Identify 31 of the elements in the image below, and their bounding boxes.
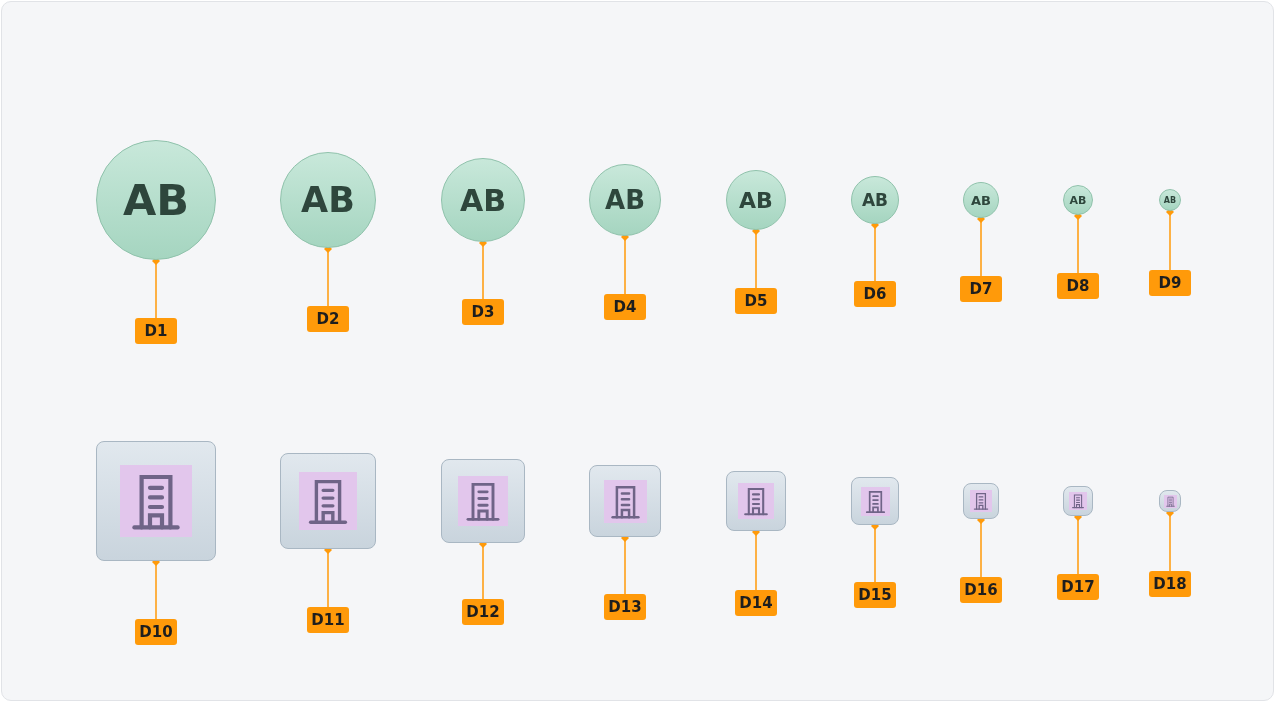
leader-line <box>977 215 985 277</box>
avatar-tile <box>963 483 999 519</box>
size-label: D8 <box>1057 273 1099 299</box>
size-label: D13 <box>604 594 646 620</box>
avatar-tile <box>96 441 216 561</box>
size-label: D4 <box>604 294 646 320</box>
avatar-tile <box>441 459 525 543</box>
avatar-tile <box>726 471 786 531</box>
size-label: D18 <box>1149 571 1191 597</box>
size-label: D1 <box>135 318 177 344</box>
leader-line <box>1074 212 1082 274</box>
avatar-tile <box>851 477 899 525</box>
size-label: D2 <box>307 306 349 332</box>
size-label: D16 <box>960 577 1002 603</box>
leader-line <box>152 257 160 319</box>
avatar-tile <box>1063 486 1093 516</box>
size-label: D10 <box>135 619 177 645</box>
size-label: D7 <box>960 276 1002 302</box>
size-label: D3 <box>462 299 504 325</box>
leader-line <box>479 239 487 300</box>
size-label: D11 <box>307 607 349 633</box>
avatar-tile <box>280 453 376 549</box>
avatar-tile <box>589 465 661 537</box>
size-label: D17 <box>1057 574 1099 600</box>
size-label: D15 <box>854 582 896 608</box>
size-label: D12 <box>462 599 504 625</box>
size-label: D6 <box>854 281 896 307</box>
size-label: D5 <box>735 288 777 314</box>
size-label: D14 <box>735 590 777 616</box>
size-label: D9 <box>1149 270 1191 296</box>
leader-line <box>324 245 332 307</box>
